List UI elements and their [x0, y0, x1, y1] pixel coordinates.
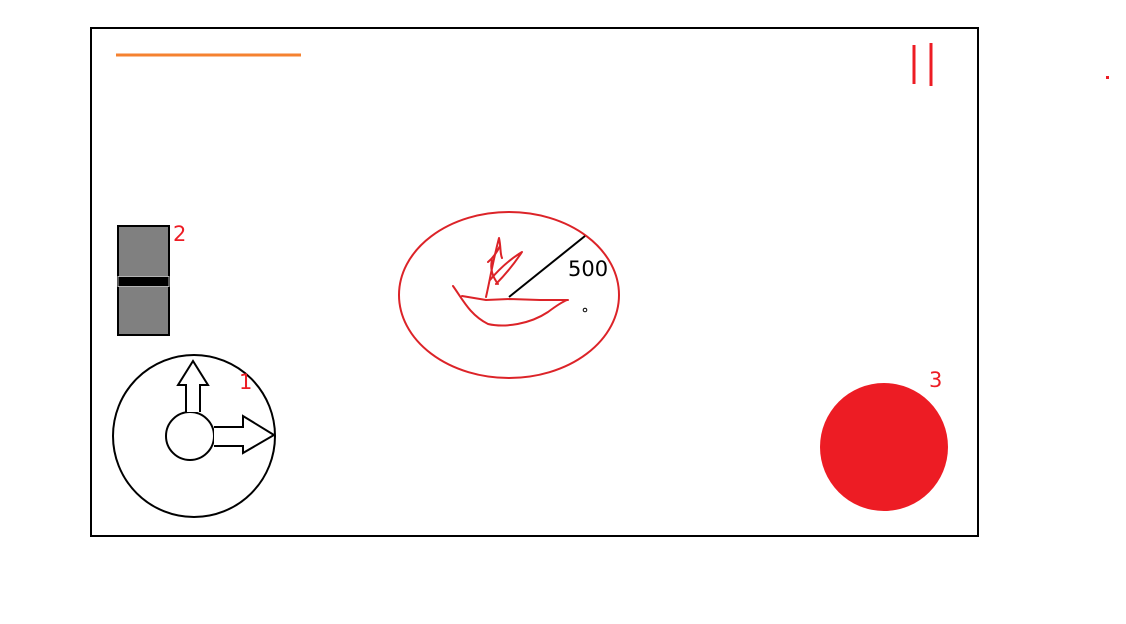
arrow-right-icon	[214, 414, 276, 455]
radar-ring	[398, 211, 620, 379]
joystick-label: 1	[239, 370, 252, 394]
throttle-handle[interactable]	[117, 276, 170, 287]
radar	[398, 211, 620, 379]
fire-button[interactable]	[820, 383, 948, 511]
joystick-ring	[112, 354, 276, 518]
pause-button[interactable]	[905, 38, 939, 90]
throttle-slider[interactable]	[117, 225, 170, 336]
radar-blip	[582, 307, 588, 313]
arrow-up-icon	[176, 359, 210, 412]
throttle-label: 2	[173, 222, 186, 246]
bird-sketch-icon	[452, 237, 569, 327]
fire-button-label: 3	[929, 368, 942, 392]
joystick-knob[interactable]	[165, 411, 215, 461]
distance-readout: 500	[568, 257, 608, 281]
move-joystick[interactable]	[112, 354, 276, 518]
stray-dot	[1106, 76, 1109, 79]
pause-icon	[912, 43, 933, 86]
radar-sweep-line	[508, 235, 586, 298]
